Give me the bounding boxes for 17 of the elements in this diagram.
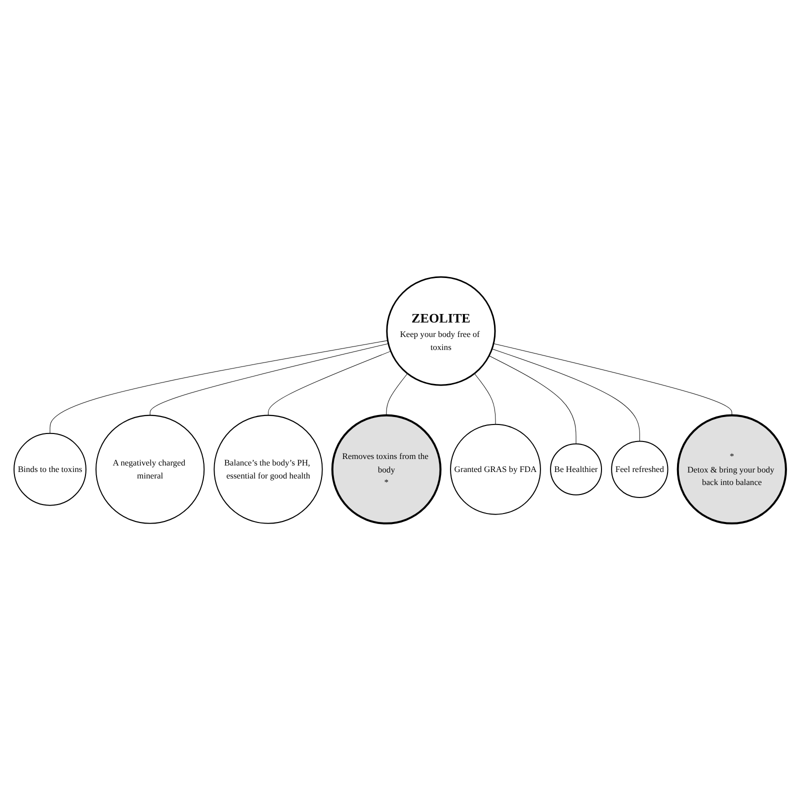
node-circle: ZEOLITE Keep your body free of toxins xyxy=(386,276,496,386)
node-circle: Balance’s the body’s PH, essential for good health xyxy=(214,414,323,524)
node-circle: A negatively charged mineral xyxy=(96,414,205,524)
connector xyxy=(488,355,576,444)
node-circle: Granted GRAS by FDA xyxy=(450,424,541,515)
connector xyxy=(493,343,732,416)
connector xyxy=(268,350,392,416)
connector xyxy=(50,340,388,434)
node-circle: Removes toxins from the body * xyxy=(331,414,442,524)
connector xyxy=(492,348,640,442)
connector xyxy=(386,373,408,416)
node-circle: Feel refreshed xyxy=(611,440,668,498)
node-circle: Be Healthier xyxy=(550,443,602,496)
node-circle: Binds to the toxins xyxy=(14,432,86,506)
node-circle: * Detox & bring your body back into balance xyxy=(676,414,787,524)
connector xyxy=(150,343,389,416)
connector xyxy=(474,373,496,424)
